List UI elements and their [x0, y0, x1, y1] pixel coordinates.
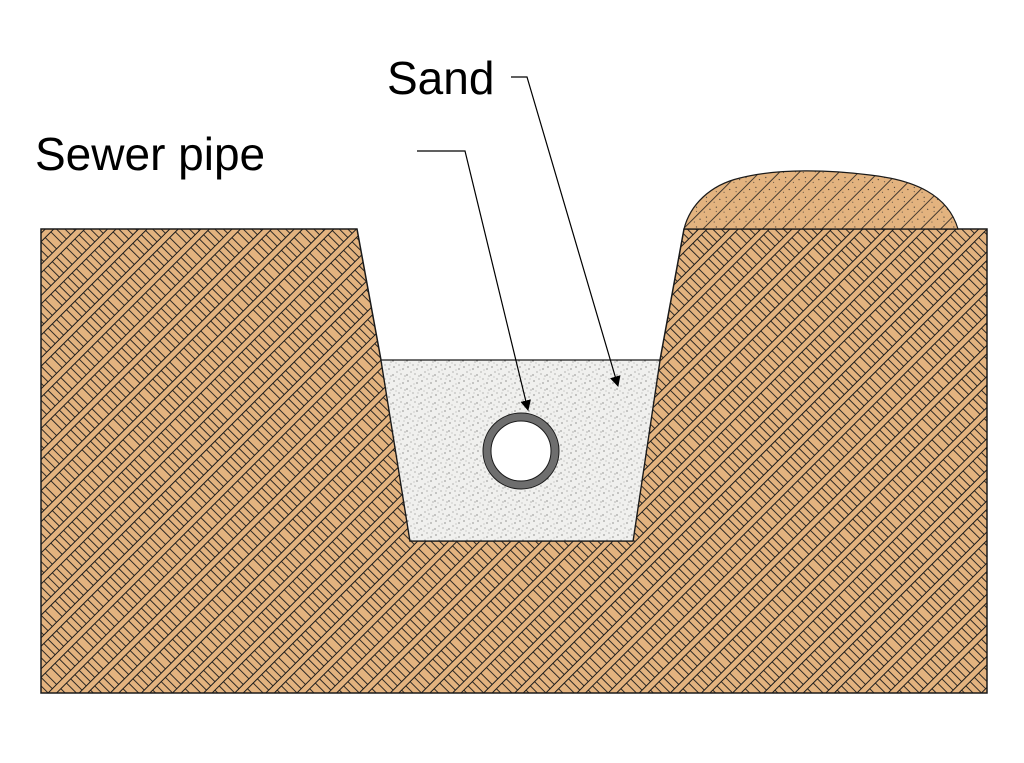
sewer-pipe-leader-line — [417, 150, 531, 412]
sewer-pipe — [483, 413, 559, 489]
sewer-pipe-outline-outer — [482, 412, 560, 490]
sand-label: Sand — [387, 52, 494, 104]
spoil-heap — [683, 170, 959, 230]
sewer-pipe-label: Sewer pipe — [35, 128, 265, 180]
sewer-pipe-outline-inner — [490, 420, 552, 482]
sand-leader-line — [511, 76, 621, 388]
